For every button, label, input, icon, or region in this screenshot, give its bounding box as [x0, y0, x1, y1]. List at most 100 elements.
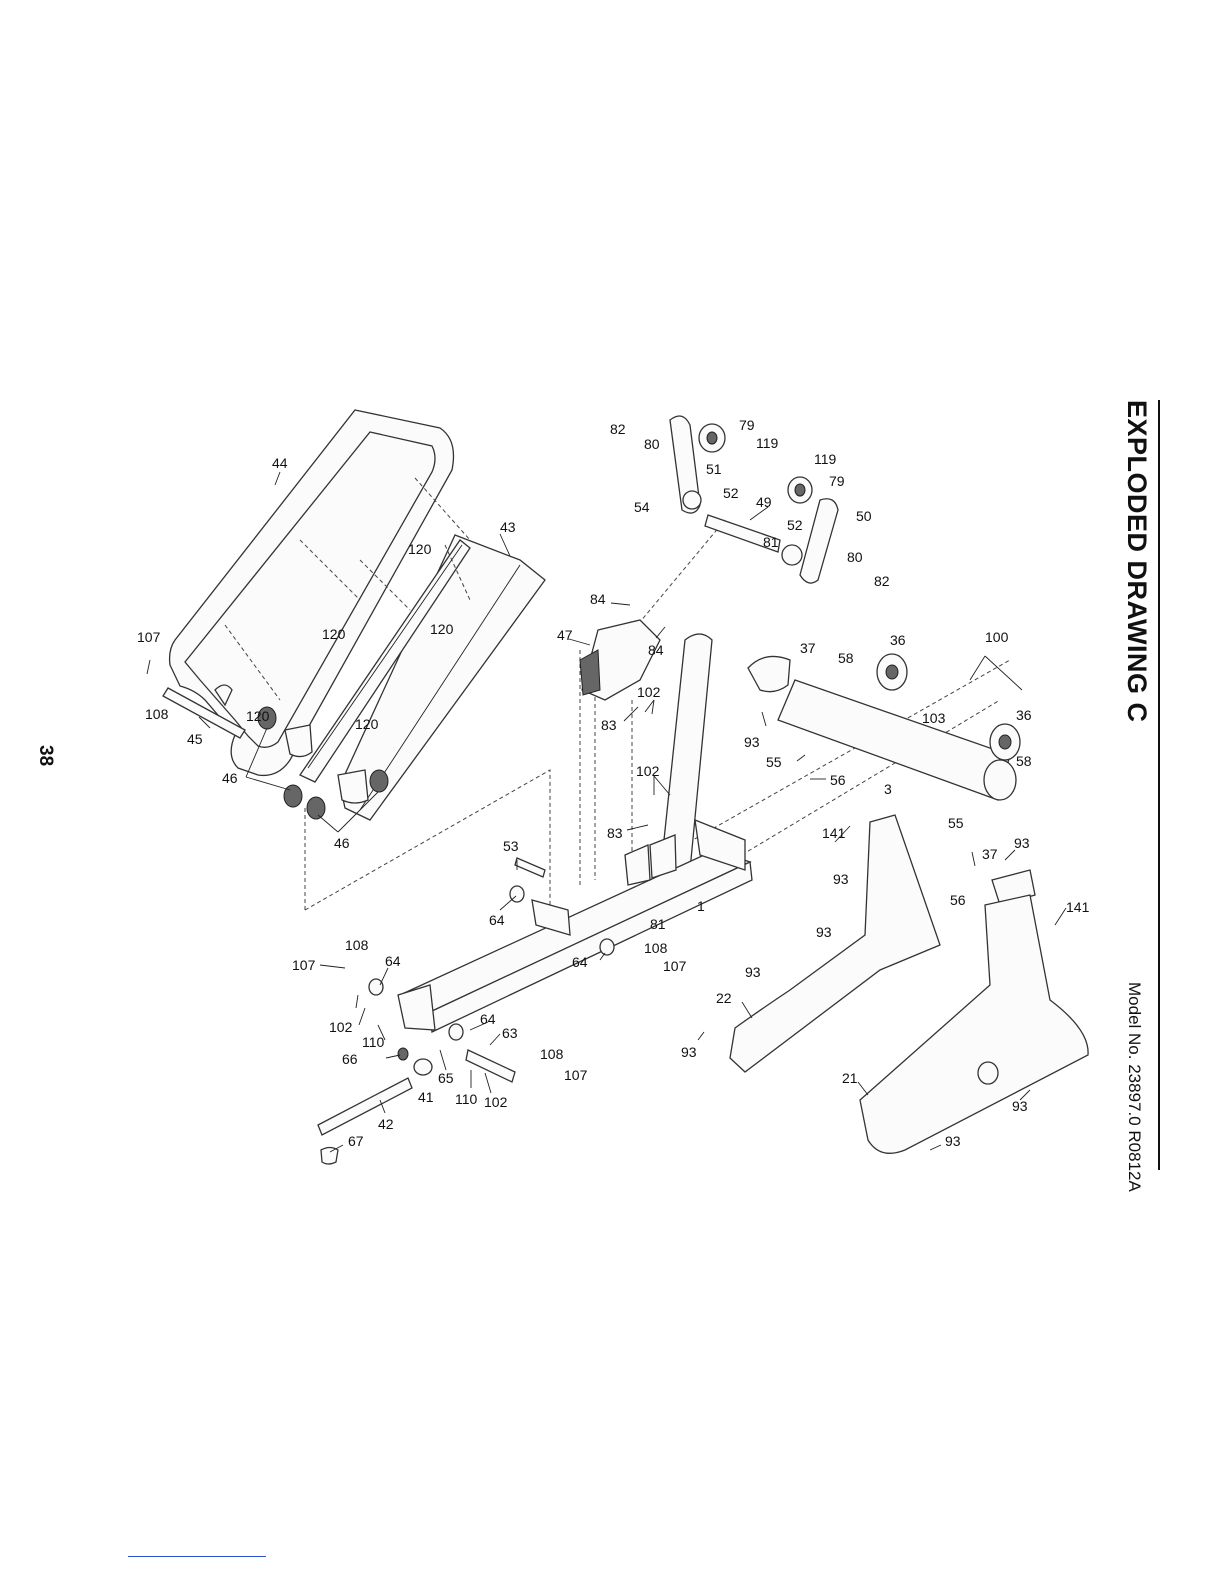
- callout-36: 36: [1016, 707, 1032, 723]
- callout-1: 1: [697, 898, 705, 914]
- callout-107: 107: [292, 957, 316, 973]
- callout-93: 93: [945, 1133, 961, 1149]
- callout-64: 64: [385, 953, 401, 969]
- callout-22: 22: [716, 990, 732, 1006]
- part-47-motor: [579, 619, 661, 701]
- callout-93: 93: [1014, 835, 1030, 851]
- callout-labels: 44 43 120 120 120 120 120 107 108 45 46 …: [137, 417, 1090, 1149]
- callout-43: 43: [500, 519, 516, 535]
- callout-102: 102: [484, 1094, 508, 1110]
- callout-93: 93: [744, 734, 760, 750]
- callout-82: 82: [874, 573, 890, 589]
- callout-93: 93: [1012, 1098, 1028, 1114]
- callout-51: 51: [706, 461, 722, 477]
- callout-49: 49: [756, 494, 772, 510]
- callout-100: 100: [985, 629, 1009, 645]
- callout-102: 102: [329, 1019, 353, 1035]
- callout-45: 45: [187, 731, 203, 747]
- callout-107: 107: [663, 958, 687, 974]
- callout-80: 80: [847, 549, 863, 565]
- callout-64: 64: [489, 912, 505, 928]
- callout-81: 81: [650, 916, 666, 932]
- callout-120: 120: [430, 621, 454, 637]
- callout-102: 102: [636, 763, 660, 779]
- callout-108: 108: [540, 1046, 564, 1062]
- callout-120: 120: [322, 626, 346, 642]
- callout-46: 46: [334, 835, 350, 851]
- callout-84: 84: [648, 642, 664, 658]
- callout-41: 41: [418, 1089, 434, 1105]
- callout-119: 119: [756, 435, 779, 451]
- callout-107: 107: [564, 1067, 588, 1083]
- callout-52: 52: [723, 485, 739, 501]
- callout-63: 63: [502, 1025, 518, 1041]
- part-21-cover: [859, 894, 1089, 1154]
- part-36-wheels: [876, 653, 1021, 761]
- part-45-rod: [162, 687, 246, 739]
- upright-post: [659, 633, 713, 879]
- hardware-small: [368, 857, 615, 1083]
- callout-102: 102: [637, 684, 661, 700]
- callout-108: 108: [345, 937, 369, 953]
- callout-37: 37: [800, 640, 816, 656]
- callout-3: 3: [884, 781, 892, 797]
- part-49-shaft: [682, 490, 803, 566]
- callout-83: 83: [607, 825, 623, 841]
- callout-64: 64: [480, 1011, 496, 1027]
- part-22-cover: [729, 814, 941, 1073]
- title-rule: [1158, 400, 1160, 1170]
- callout-56: 56: [830, 772, 846, 788]
- callout-82: 82: [610, 421, 626, 437]
- callout-93: 93: [681, 1044, 697, 1060]
- callout-55: 55: [948, 815, 964, 831]
- part-46-pulleys: [257, 706, 389, 820]
- callout-65: 65: [438, 1070, 454, 1086]
- callout-36: 36: [890, 632, 906, 648]
- callout-110: 110: [455, 1091, 478, 1107]
- callout-93: 93: [816, 924, 832, 940]
- part-50-link: [787, 476, 839, 584]
- callout-56: 56: [950, 892, 966, 908]
- footer-rule: [128, 1556, 266, 1557]
- callout-46: 46: [222, 770, 238, 786]
- part-44-handle: [168, 409, 455, 777]
- callout-42: 42: [378, 1116, 394, 1132]
- callout-108: 108: [145, 706, 169, 722]
- callout-54: 54: [634, 499, 650, 515]
- part-43-rail: [284, 534, 546, 821]
- page-number: 38: [35, 745, 56, 767]
- callout-67: 67: [348, 1133, 364, 1149]
- callout-50: 50: [856, 508, 872, 524]
- callout-93: 93: [833, 871, 849, 887]
- callout-93: 93: [745, 964, 761, 980]
- callout-58: 58: [1016, 753, 1032, 769]
- part-37-caps: [747, 655, 1036, 906]
- callout-83: 83: [601, 717, 617, 733]
- drawing-title: EXPLODED DRAWING C: [1122, 400, 1152, 723]
- callout-66: 66: [342, 1051, 358, 1067]
- callout-120: 120: [408, 541, 432, 557]
- callout-47: 47: [557, 627, 573, 643]
- leader-lines: [146, 471, 1067, 1153]
- callout-58: 58: [838, 650, 854, 666]
- callout-84: 84: [590, 591, 606, 607]
- callout-120: 120: [355, 716, 379, 732]
- callout-79: 79: [739, 417, 755, 433]
- callout-37: 37: [982, 846, 998, 862]
- callout-44: 44: [272, 455, 288, 471]
- callout-53: 53: [503, 838, 519, 854]
- callout-108: 108: [644, 940, 668, 956]
- part-3-crossbar: [777, 679, 1017, 801]
- callout-55: 55: [766, 754, 782, 770]
- callout-110: 110: [362, 1034, 385, 1050]
- callout-80: 80: [644, 436, 660, 452]
- part-1-frame: [397, 818, 753, 1033]
- callout-107: 107: [137, 629, 161, 645]
- callout-81: 81: [763, 534, 779, 550]
- callout-79: 79: [829, 473, 845, 489]
- callout-119: 119: [814, 451, 837, 467]
- callout-141: 141: [1066, 899, 1090, 915]
- model-number: Model No. 23897.0 R0812A: [1125, 982, 1144, 1192]
- callout-64: 64: [572, 954, 588, 970]
